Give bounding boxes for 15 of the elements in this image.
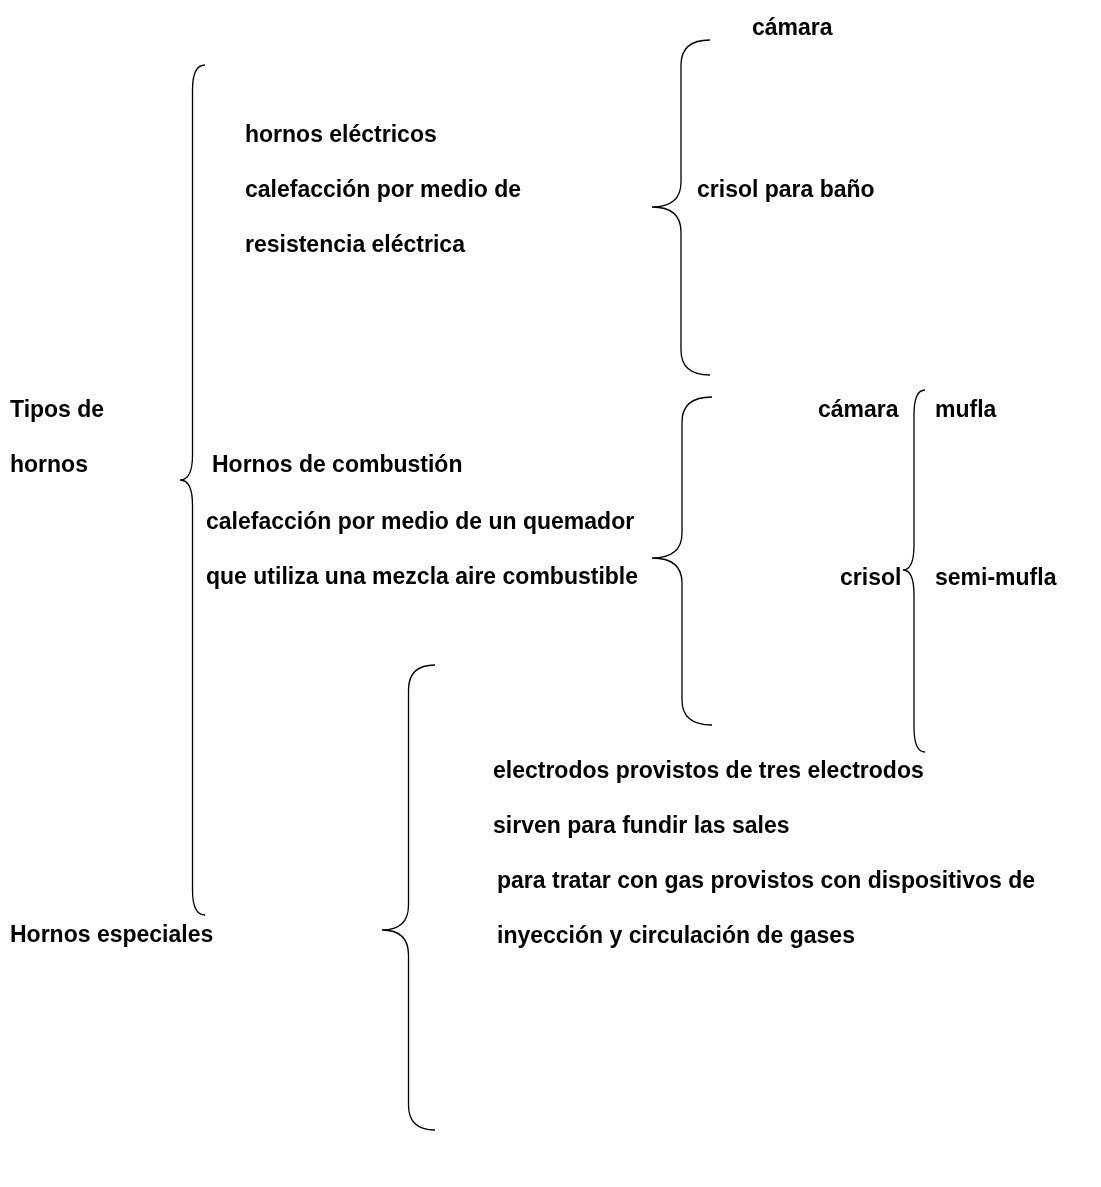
text-label: cámara	[818, 395, 899, 424]
text-label: hornos eléctricos	[245, 120, 437, 149]
text-label: crisol para baño	[697, 175, 875, 204]
text-label: cámara	[752, 13, 833, 42]
text-label: electrodos provistos de tres electrodos	[493, 756, 924, 785]
text-label: calefacción por medio de un quemador que utiliza una mezcla aire combustible	[206, 507, 639, 591]
text-label: Hornos especiales	[10, 920, 214, 949]
text-label: crisol	[840, 563, 902, 592]
text-label: semi-mufla	[935, 563, 1057, 592]
text-label: Hornos de combustión	[212, 450, 463, 479]
text-label: para tratar con gas provistos con dispositivos de inyección y circulación de gases	[497, 866, 1037, 950]
heading: Tipos de hornos	[10, 395, 106, 479]
text-label: calefacción por medio de resistencia eléctrica	[245, 175, 523, 259]
text-label: mufla	[935, 395, 997, 424]
text-label: sirven para fundir las sales	[493, 811, 790, 840]
